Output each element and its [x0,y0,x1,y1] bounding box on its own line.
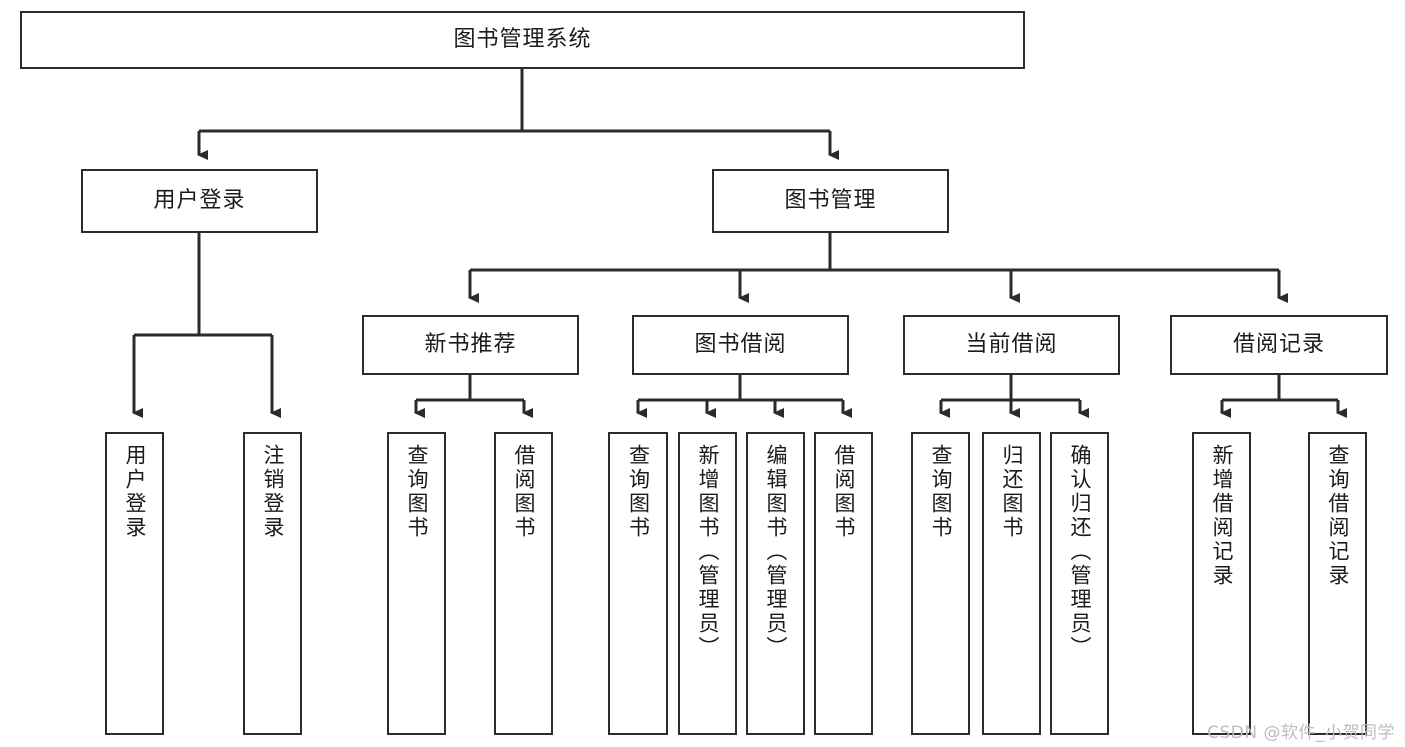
node-borrow-record-label: 借阅记录 [1232,331,1325,357]
leaf-book-borrow-2-label: 新增图书（管理员） [695,444,720,660]
node-book-borrow[interactable]: 图书借阅 [632,315,849,375]
leaf-book-borrow-1[interactable]: 查询图书 [608,432,668,735]
node-root-label: 图书管理系统 [453,26,592,52]
leaf-current-borrow-1-label: 查询图书 [928,444,953,540]
leaf-current-borrow-2-label: 归还图书 [999,444,1024,540]
leaf-book-borrow-3[interactable]: 编辑图书（管理员） [746,432,805,735]
node-root[interactable]: 图书管理系统 [20,11,1025,69]
leaf-borrow-record-1-label: 新增借阅记录 [1209,444,1234,588]
leaf-user-login-2[interactable]: 注销登录 [243,432,302,735]
node-new-book-label: 新书推荐 [424,331,517,357]
leaf-borrow-record-2[interactable]: 查询借阅记录 [1308,432,1367,735]
leaf-new-book-1-label: 查询图书 [404,444,429,540]
leaf-book-borrow-1-label: 查询图书 [626,444,651,540]
leaf-user-login-1-label: 用户登录 [122,444,147,540]
leaf-borrow-record-2-label: 查询借阅记录 [1325,444,1350,588]
leaf-book-borrow-4[interactable]: 借阅图书 [814,432,873,735]
leaf-book-borrow-2[interactable]: 新增图书（管理员） [678,432,737,735]
leaf-current-borrow-3[interactable]: 确认归还（管理员） [1050,432,1109,735]
node-book-manage-label: 图书管理 [784,187,877,213]
leaf-user-login-2-label: 注销登录 [260,444,285,540]
leaf-current-borrow-3-label: 确认归还（管理员） [1067,444,1092,660]
leaf-borrow-record-1[interactable]: 新增借阅记录 [1192,432,1251,735]
csdn-watermark: CSDN @软件_小贺同学 [1207,723,1395,743]
leaf-new-book-1[interactable]: 查询图书 [387,432,446,735]
node-user-login-label: 用户登录 [153,187,246,213]
node-borrow-record[interactable]: 借阅记录 [1170,315,1388,375]
node-book-manage[interactable]: 图书管理 [712,169,949,233]
node-new-book[interactable]: 新书推荐 [362,315,579,375]
node-current-borrow[interactable]: 当前借阅 [903,315,1120,375]
node-current-borrow-label: 当前借阅 [965,331,1058,357]
leaf-book-borrow-3-label: 编辑图书（管理员） [763,444,788,660]
leaf-current-borrow-1[interactable]: 查询图书 [911,432,970,735]
leaf-user-login-1[interactable]: 用户登录 [105,432,164,735]
node-book-borrow-label: 图书借阅 [694,331,787,357]
leaf-book-borrow-4-label: 借阅图书 [831,444,856,540]
leaf-new-book-2-label: 借阅图书 [511,444,536,540]
leaf-new-book-2[interactable]: 借阅图书 [494,432,553,735]
leaf-current-borrow-2[interactable]: 归还图书 [982,432,1041,735]
node-user-login[interactable]: 用户登录 [81,169,318,233]
